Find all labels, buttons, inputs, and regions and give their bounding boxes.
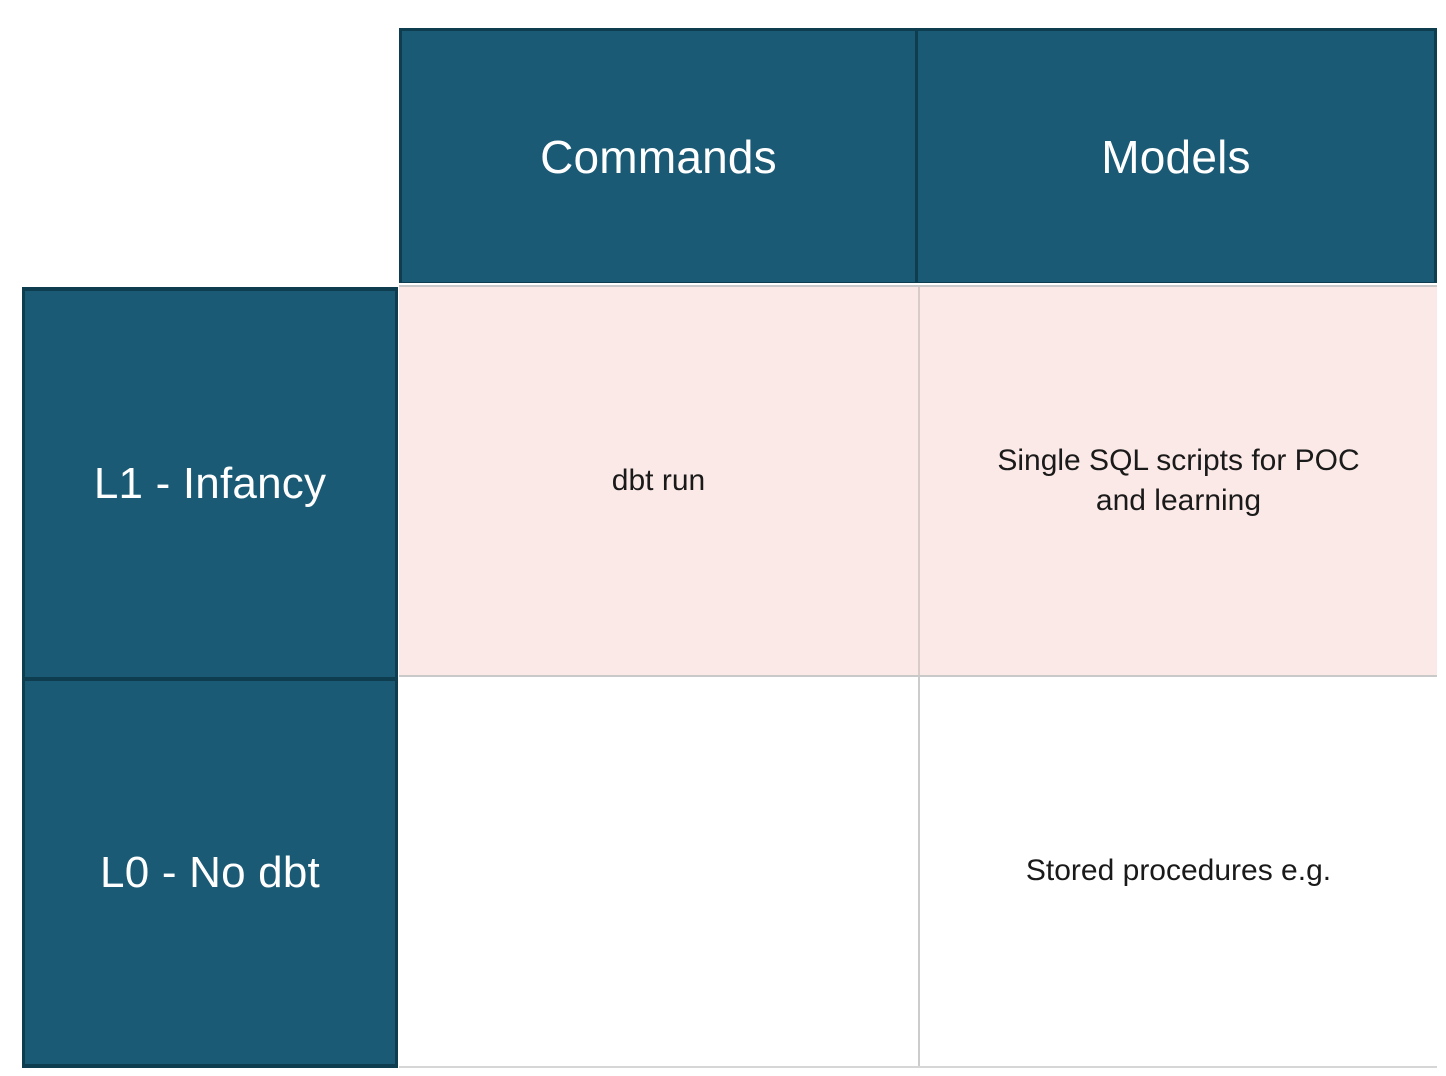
- column-header-commands-label: Commands: [540, 130, 777, 183]
- cell-l1-commands-text: dbt run: [611, 463, 706, 497]
- matrix-body: dbt run Single SQL scripts for POC and l…: [399, 285, 1437, 1068]
- row-header-l0-label: L0 - No dbt: [100, 847, 320, 897]
- row-header-column: L1 - Infancy L0 - No dbt: [22, 287, 398, 1068]
- cell-l1-commands[interactable]: dbt run: [399, 287, 918, 675]
- table-row: dbt run Single SQL scripts for POC and l…: [399, 285, 1437, 677]
- cell-l0-models[interactable]: Stored procedures e.g.: [918, 677, 1437, 1066]
- row-header-l1-label: L1 - Infancy: [93, 459, 327, 508]
- column-header-models-label: Models: [1101, 130, 1251, 183]
- column-header-row: Commands Models: [399, 28, 1437, 283]
- row-header-l1-infancy[interactable]: L1 - Infancy: [22, 287, 398, 677]
- cell-l0-commands[interactable]: [399, 677, 918, 1066]
- column-header-models[interactable]: Models: [918, 28, 1437, 283]
- column-header-commands[interactable]: Commands: [399, 28, 918, 283]
- row-header-l0-no-dbt[interactable]: L0 - No dbt: [22, 677, 398, 1068]
- cell-l1-models-text: Single SQL scripts for POC and learning: [997, 443, 1360, 518]
- cell-l1-models[interactable]: Single SQL scripts for POC and learning: [918, 287, 1437, 675]
- table-row: Stored procedures e.g.: [399, 677, 1437, 1068]
- cell-l0-models-text: Stored procedures e.g.: [1025, 854, 1332, 888]
